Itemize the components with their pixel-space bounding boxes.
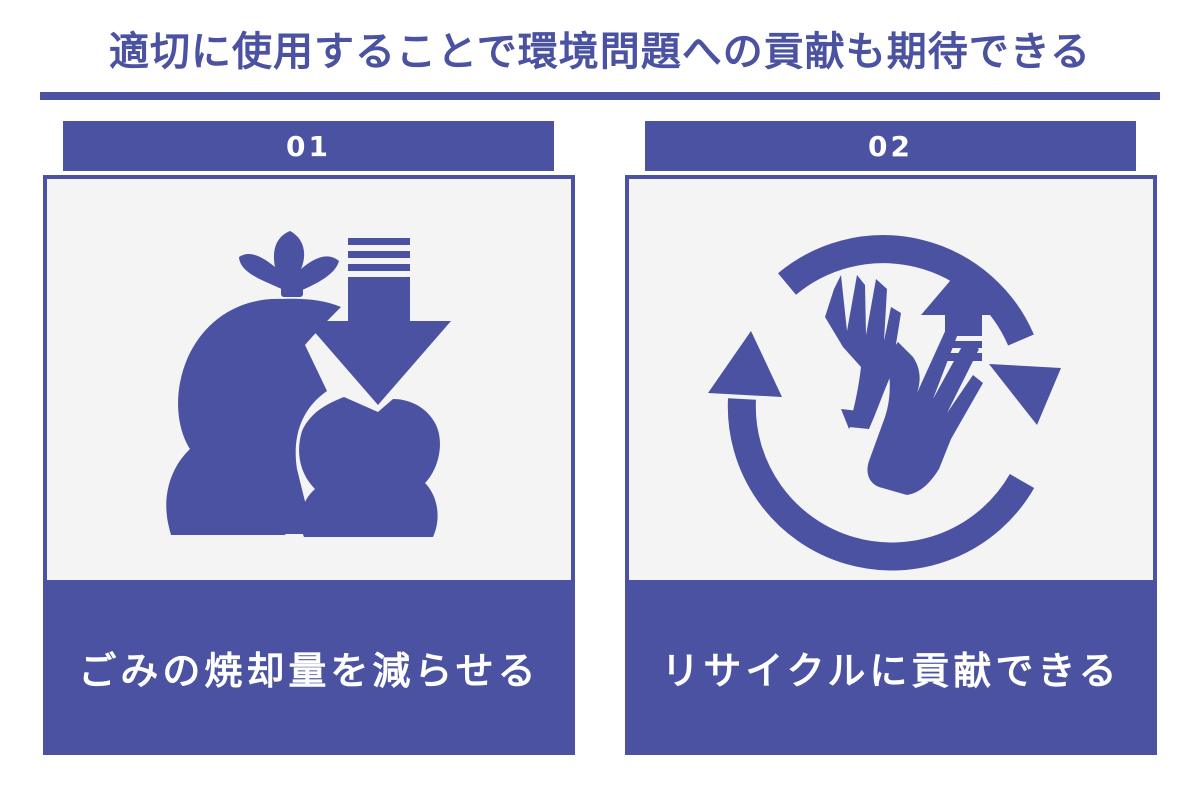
garbage-bags-down-arrow-icon: [166, 231, 451, 537]
title-underline: [40, 92, 1160, 100]
benefit-card-1: ごみの焼却量を減らせる: [43, 175, 575, 755]
page-title: 適切に使用することで環境問題への貢献も期待できる: [109, 29, 1091, 75]
benefit-card-2: リサイクルに貢献できる: [625, 175, 1157, 755]
gloves-recycle-cycle-icon: [708, 235, 1061, 571]
card-illustration-panel-2: [629, 179, 1153, 580]
card-number-tab-2: 02: [645, 121, 1136, 171]
card-caption-1: ごみの焼却量を減らせる: [78, 649, 540, 693]
card-number-tab-1: 01: [63, 121, 554, 171]
card-illustration-panel-1: [47, 179, 571, 580]
card-caption-2: リサイクルに貢献できる: [661, 649, 1121, 693]
